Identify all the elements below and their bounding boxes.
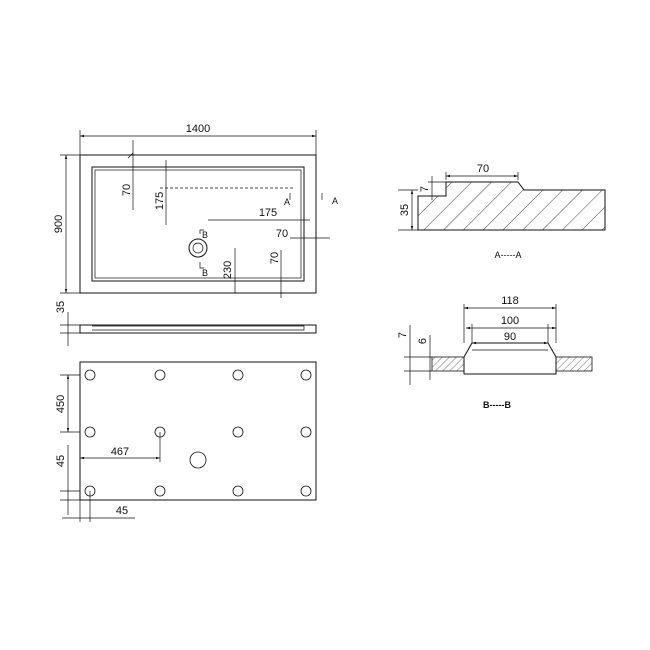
support-foot (154, 369, 166, 381)
section-bb-label: B-----B (483, 400, 511, 410)
plan-view: 1400 900 70 175 A A 175 70 B B (53, 123, 338, 298)
support-foot (84, 369, 96, 381)
section-bb-depth-dimension: 6 (417, 338, 429, 344)
support-foot (300, 369, 312, 381)
section-b-marker-bottom: B (202, 268, 208, 278)
width-dimension: 1400 (186, 123, 210, 135)
waste-bottom-dimension: 230 (222, 261, 234, 279)
foot-edge-y-dimension: 45 (55, 455, 67, 467)
rim-bottom-dimension: 70 (269, 252, 281, 264)
section-bb-mid-dimension: 100 (501, 315, 519, 327)
section-aa-label: A-----A (495, 250, 522, 260)
support-foot (300, 485, 312, 497)
support-foot (300, 426, 312, 438)
underside-view: 450 467 45 45 (55, 361, 317, 522)
section-aa-view: 70 35 7 A-----A (398, 163, 606, 260)
tray-side-profile (79, 324, 317, 334)
section-aa-height-dimension: 35 (399, 204, 411, 216)
support-feet (84, 369, 312, 497)
section-a-marker-right: A (332, 196, 338, 206)
side-height-dimension: 35 (55, 301, 67, 313)
section-aa-profile (417, 181, 606, 231)
row-spacing-dimension: 450 (55, 395, 67, 413)
depth-dimension: 900 (53, 215, 65, 233)
section-aa-rim-dimension: 70 (477, 163, 489, 175)
waste-hole (189, 451, 207, 469)
tray-basin-outline (94, 169, 302, 279)
support-foot (84, 426, 96, 438)
support-foot (154, 485, 166, 497)
waste-outlet (188, 238, 208, 258)
rim-right-dimension: 70 (276, 228, 288, 240)
section-bb-waste-body (463, 342, 557, 375)
foot-edge-x-dimension: 45 (116, 505, 128, 517)
support-foot (232, 369, 244, 381)
side-view: 35 (55, 301, 317, 346)
section-bb-height-dimension: 7 (397, 332, 409, 338)
section-b-marker-top: B (202, 230, 208, 240)
section-bb-inner-dimension: 90 (504, 331, 516, 343)
support-foot (232, 485, 244, 497)
section-bb-right-slab (555, 356, 593, 372)
section-aa-lip-dimension: 7 (419, 186, 431, 192)
section-a-marker-left: A (284, 197, 290, 207)
section-bb-outer-dimension: 118 (501, 295, 519, 307)
rim-top-dimension: 70 (121, 184, 133, 196)
section-bb-view: 118 100 90 7 6 B-----B (397, 295, 593, 410)
underside-outline (79, 361, 317, 501)
tray-inner-outline (91, 166, 305, 282)
tray-outline (79, 154, 317, 294)
support-foot (232, 426, 244, 438)
waste-top-dimension: 175 (154, 192, 166, 210)
foot-offset-dimension: 467 (111, 446, 129, 458)
section-bb-left-slab (431, 356, 465, 372)
waste-right-dimension: 175 (259, 207, 277, 219)
